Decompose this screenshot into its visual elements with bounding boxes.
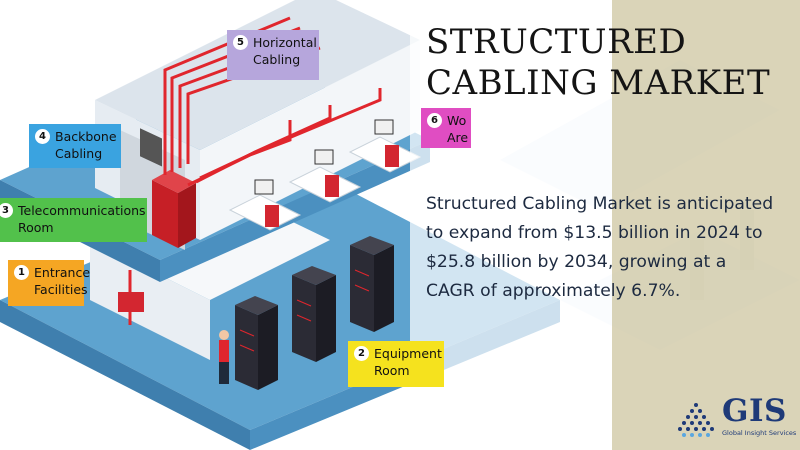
label-horizontal-cabling: 5 Horizontal Cabling (227, 30, 319, 80)
page-title: STRUCTURED CABLING MARKET (426, 22, 786, 104)
label-line: Equipment (374, 346, 442, 361)
label-line: Telecommunications (18, 203, 146, 218)
label-backbone-cabling: 4 Backbone Cabling (29, 124, 121, 168)
lower-wall-left (90, 240, 210, 360)
label-number: 3 (0, 203, 13, 218)
label-line: Cabling (253, 52, 301, 67)
label-number: 4 (35, 129, 50, 144)
label-line: Room (374, 363, 410, 378)
label-number: 5 (233, 35, 248, 50)
server-racks (235, 236, 394, 390)
label-line: Room (18, 220, 54, 235)
label-line: Facilities (34, 282, 88, 297)
logo-tagline: Global Insight Services (722, 429, 797, 437)
workstations (228, 119, 422, 231)
technician-figure (219, 330, 229, 384)
logo-name: GIS (722, 393, 787, 429)
label-line: Entrance (34, 265, 91, 280)
label-line: Backbone (55, 129, 117, 144)
label-telecommunications-room: 3 Telecommunications Room (0, 198, 147, 242)
tint-strip (612, 0, 800, 450)
vent-icon (140, 128, 162, 167)
label-line: Are (447, 130, 469, 145)
market-description: Structured Cabling Market is anticipated… (426, 194, 774, 301)
company-logo: GIS Global Insight Services (676, 393, 797, 447)
label-line: Wo (447, 113, 467, 128)
title-line: CABLING MARKET (426, 63, 771, 103)
label-number: 6 (427, 113, 442, 128)
label-equipment-room: 2 Equipment Room (348, 341, 444, 387)
entrance-box (118, 292, 144, 312)
label-line: Horizontal (253, 35, 317, 50)
label-entrance-facilities: 1 Entrance Facilities (8, 260, 90, 306)
label-work-area: 6 Wo Are (421, 108, 471, 148)
label-line: Cabling (55, 146, 103, 161)
telecom-rack (152, 180, 178, 248)
title-line: STRUCTURED (426, 22, 687, 62)
logo-pyramid-icon (678, 403, 714, 437)
label-number: 2 (354, 346, 369, 361)
label-number: 1 (14, 265, 29, 280)
